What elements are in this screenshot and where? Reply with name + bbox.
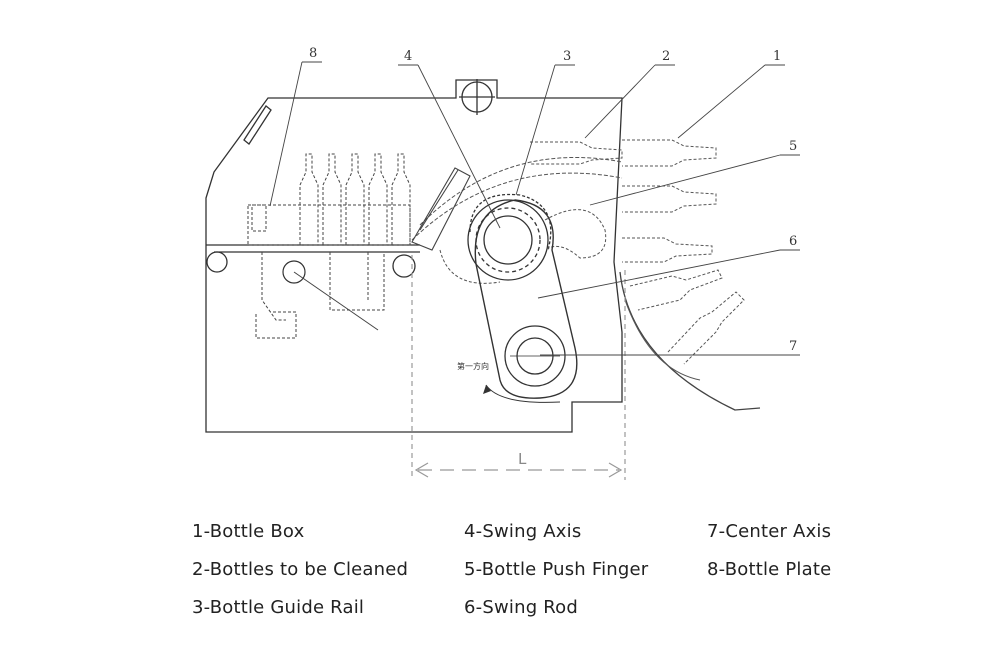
legend-item-7: 7-Center Axis [707,521,832,542]
bottle-push-finger [439,209,607,284]
callout-4: 4 [404,49,412,64]
swing-rod [474,199,578,399]
callout-7: 7 [789,339,797,354]
bottle-box [530,139,745,365]
callout-2: 2 [662,49,670,64]
callout-8: 8 [309,46,317,61]
legend-item-2: 2-Bottles to be Cleaned [192,559,409,580]
standing-bottles [247,153,411,246]
callout-5: 5 [789,139,797,154]
callout-6: 6 [789,234,797,249]
legend-item-3: 3-Bottle Guide Rail [192,597,365,618]
legend-item-4: 4-Swing Axis [464,521,582,542]
bottle-guide-rail [419,157,623,226]
dimension-l [411,255,626,480]
legend-item-6: 6-Swing Rod [464,597,578,618]
rotation-arrow-icon [485,384,561,403]
legend-item-1: 1-Bottle Box [192,521,305,542]
callout-3: 3 [563,49,571,64]
callout-1: 1 [773,49,781,64]
dimension-label: L [518,450,527,468]
bottle-plate [251,204,385,339]
direction-note: 第一方向 [457,361,489,371]
legend-item-8: 8-Bottle Plate [707,559,832,580]
machine-frame [205,79,623,433]
legend-item-5: 5-Bottle Push Finger [464,559,649,580]
center-axis [504,325,566,387]
